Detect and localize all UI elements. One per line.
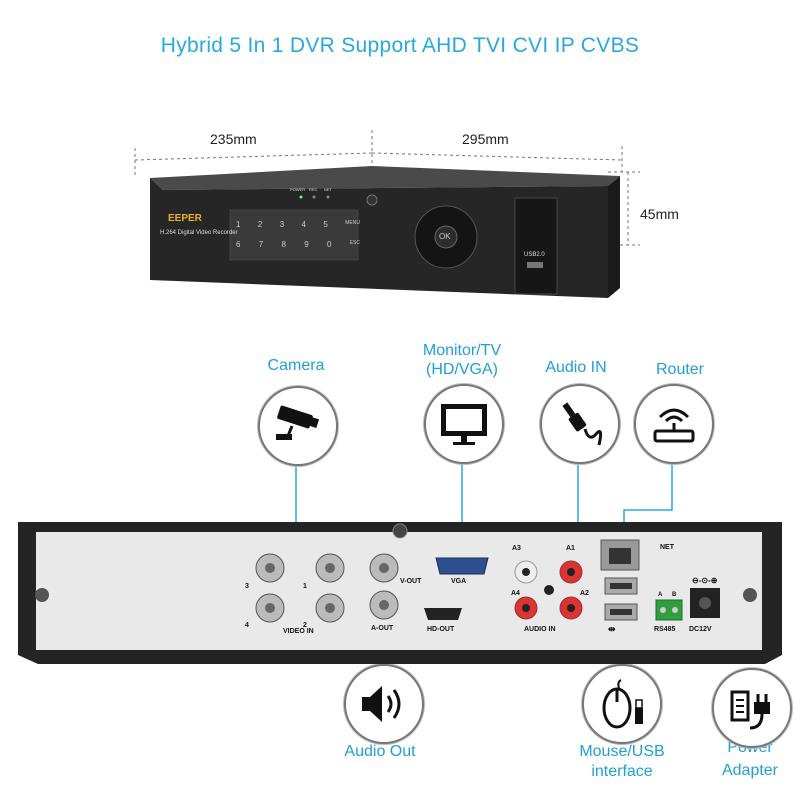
audio-in-label: AUDIO IN: [524, 626, 556, 633]
indicator-net: NET: [324, 187, 332, 192]
key-1[interactable]: 1: [236, 220, 241, 229]
key-7[interactable]: 7: [258, 240, 264, 249]
key-3[interactable]: 3: [279, 220, 285, 229]
mouse-usb-icon: [582, 664, 662, 744]
label-camera: Camera: [267, 357, 325, 374]
audio-ch-a3: A3: [512, 545, 521, 552]
audio-ch-a2: A2: [580, 590, 589, 597]
hdout-label: HD-OUT: [427, 626, 455, 633]
key-8[interactable]: 8: [281, 240, 286, 249]
aout-label: A-OUT: [371, 625, 394, 632]
dc12v-label: DC12V: [689, 626, 712, 633]
width-dimension: 235mm: [210, 131, 257, 147]
video-in-label: VIDEO IN: [283, 628, 314, 635]
label-power-line2: Adapter: [721, 762, 779, 779]
usb-label: USB2.0: [524, 252, 545, 258]
key-4[interactable]: 4: [301, 220, 306, 229]
ok-button[interactable]: OK: [439, 232, 451, 241]
brand-logo: EEPER: [168, 213, 202, 224]
key-esc[interactable]: ESC: [349, 240, 360, 246]
rs485-pin-b: B: [672, 592, 677, 598]
video-in-number-1: 1: [303, 583, 307, 590]
video-in-number-4: 4: [245, 622, 249, 629]
key-5[interactable]: 5: [323, 220, 328, 229]
height-dimension: 45mm: [640, 206, 679, 222]
label-mouse-line1: Mouse/USB: [579, 743, 665, 760]
label-mouse-line2: interface: [591, 763, 653, 780]
label-monitor-line2: (HD/VGA): [426, 361, 498, 378]
dc-polarity-icon: ⊖-⊙-⊕: [692, 576, 718, 585]
indicator-power: POWER: [290, 187, 306, 192]
rs485-label: RS485: [654, 626, 676, 633]
key-menu[interactable]: MENU: [345, 220, 360, 226]
rs485-pin-a: A: [658, 592, 663, 598]
video-in-number-2: 2: [303, 622, 307, 629]
net-label: NET: [660, 544, 674, 551]
usb-symbol-icon: ⇹: [608, 624, 616, 634]
label-audio-in: Audio IN: [545, 359, 607, 376]
key-6[interactable]: 6: [236, 240, 241, 249]
monitor-icon: [424, 384, 504, 464]
indicator-rec: REC: [309, 187, 318, 192]
audio-jack-icon: [540, 384, 620, 464]
power-plug-icon: [712, 668, 792, 748]
key-2[interactable]: 2: [257, 220, 263, 229]
page-title: Hybrid 5 In 1 DVR Support AHD TVI CVI IP…: [160, 34, 640, 57]
audio-ch-a4: A4: [511, 590, 520, 597]
model-text: H.264 Digital Video Recorder: [160, 230, 238, 236]
label-audio-out: Audio Out: [344, 743, 416, 760]
camera-icon: [258, 386, 338, 466]
depth-dimension: 295mm: [462, 131, 509, 147]
router-icon: [634, 384, 714, 464]
audio-ch-a1: A1: [566, 545, 575, 552]
key-9[interactable]: 9: [304, 240, 309, 249]
video-in-number-3: 3: [245, 583, 249, 590]
vout-label: V-OUT: [400, 578, 422, 585]
key-0[interactable]: 0: [326, 240, 332, 249]
label-monitor-line1: Monitor/TV: [422, 342, 502, 359]
vga-label: VGA: [451, 578, 467, 585]
label-router: Router: [655, 361, 705, 378]
speaker-icon: [344, 664, 424, 744]
